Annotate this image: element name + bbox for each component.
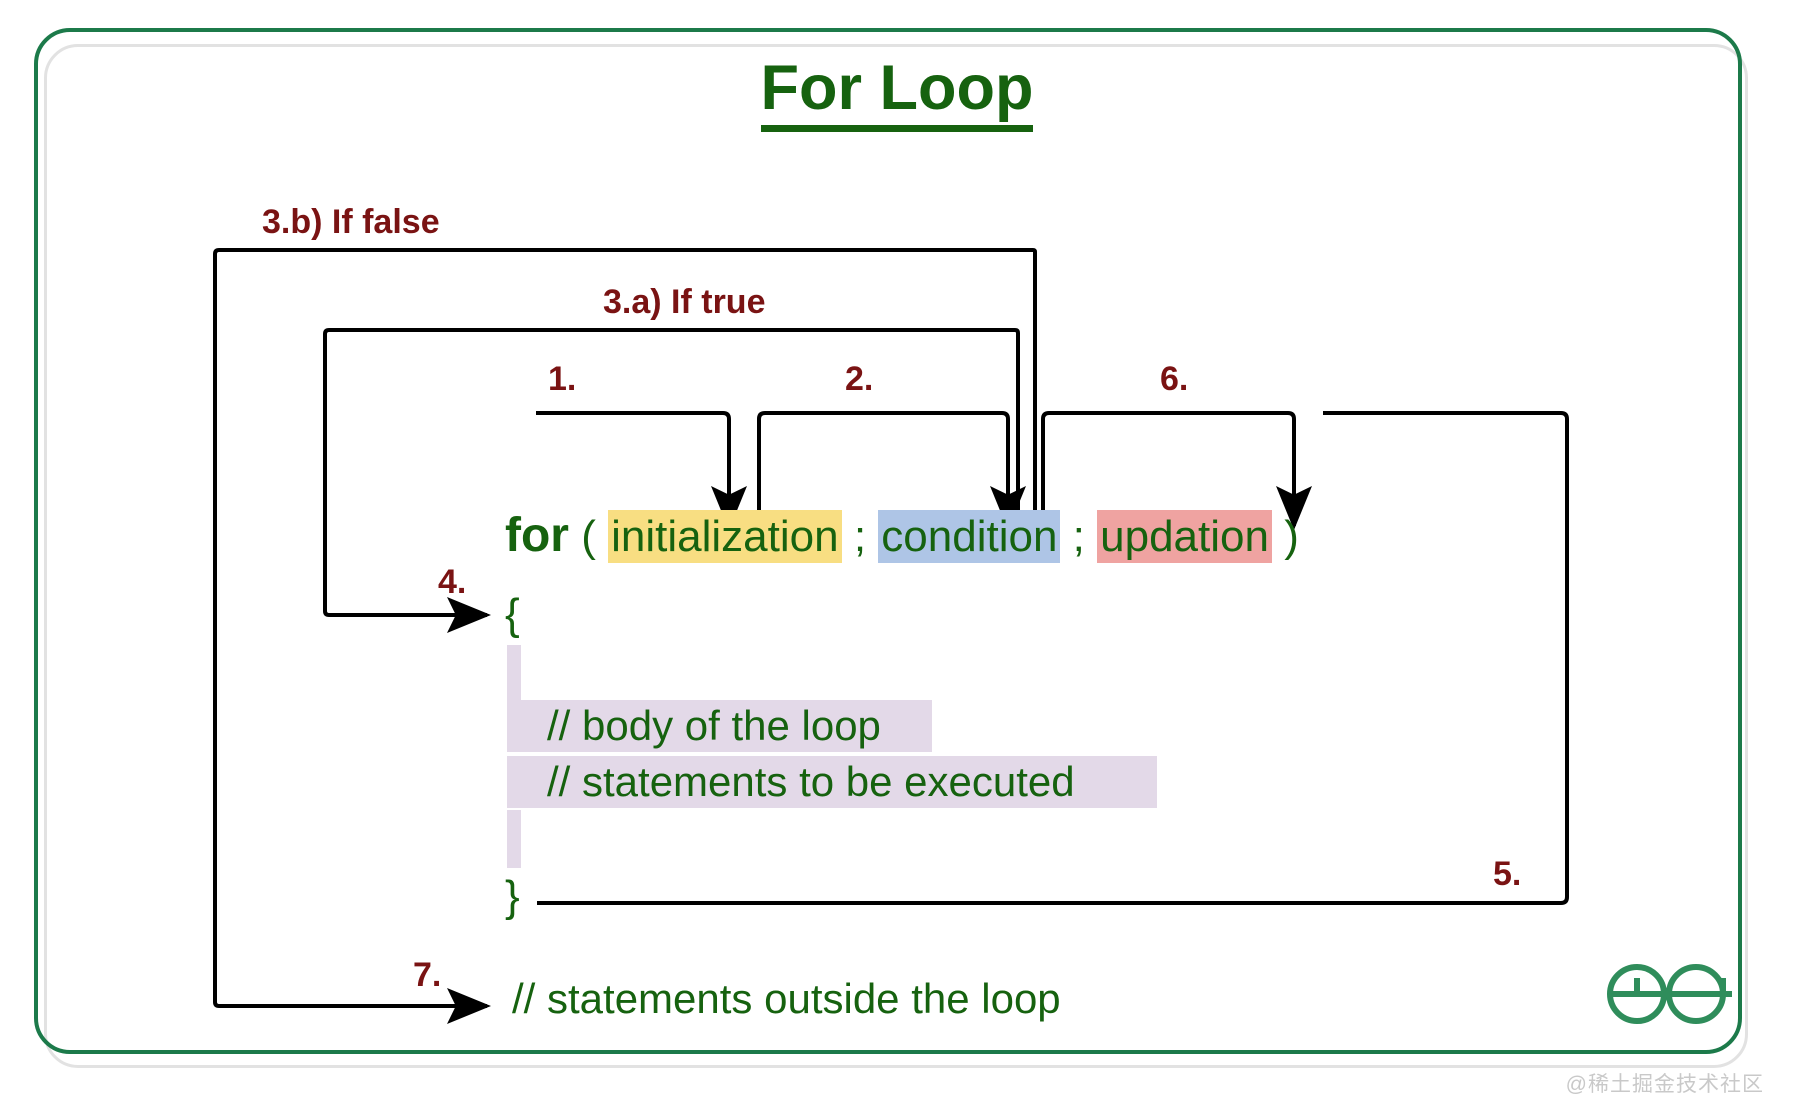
code-for-statement: for ( initialization ; condition ; updat… [505, 508, 1299, 565]
label-if-false: 3.b) If false [262, 203, 440, 241]
geeksforgeeks-logo [1607, 964, 1732, 1024]
watermark: @稀土掘金技术社区 [1565, 1073, 1764, 1096]
outside-comment-line: // statements outside the loop [512, 975, 1061, 1022]
label-if-true: 3.a) If true [603, 283, 766, 321]
semicolon-2: ; [1072, 512, 1085, 561]
frame-shadow [44, 44, 1748, 1068]
page-title-text: For Loop [760, 53, 1034, 132]
body-highlight-strip-top [507, 645, 521, 707]
paren-close: ) [1284, 512, 1299, 561]
token-updation: updation [1097, 510, 1272, 563]
body-comment-line-1: // body of the loop [507, 700, 932, 752]
label-step-6: 6. [1160, 360, 1189, 398]
label-step-1: 1. [548, 360, 577, 398]
token-initialization: initialization [608, 510, 842, 563]
label-step-2: 2. [845, 360, 874, 398]
label-step-7: 7. [413, 956, 442, 994]
keyword-for: for [505, 509, 569, 562]
brace-close: } [505, 872, 520, 921]
label-step-4: 4. [438, 563, 467, 601]
brace-open: { [505, 590, 520, 639]
label-step-5: 5. [1493, 855, 1522, 893]
semicolon-1: ; [853, 512, 867, 561]
paren-open: ( [581, 512, 596, 561]
page-title: For Loop [0, 52, 1794, 132]
frame-border [34, 28, 1742, 1054]
body-comment-line-2: // statements to be executed [507, 756, 1157, 808]
body-highlight-strip-bottom [507, 810, 521, 868]
token-condition: condition [878, 510, 1061, 563]
